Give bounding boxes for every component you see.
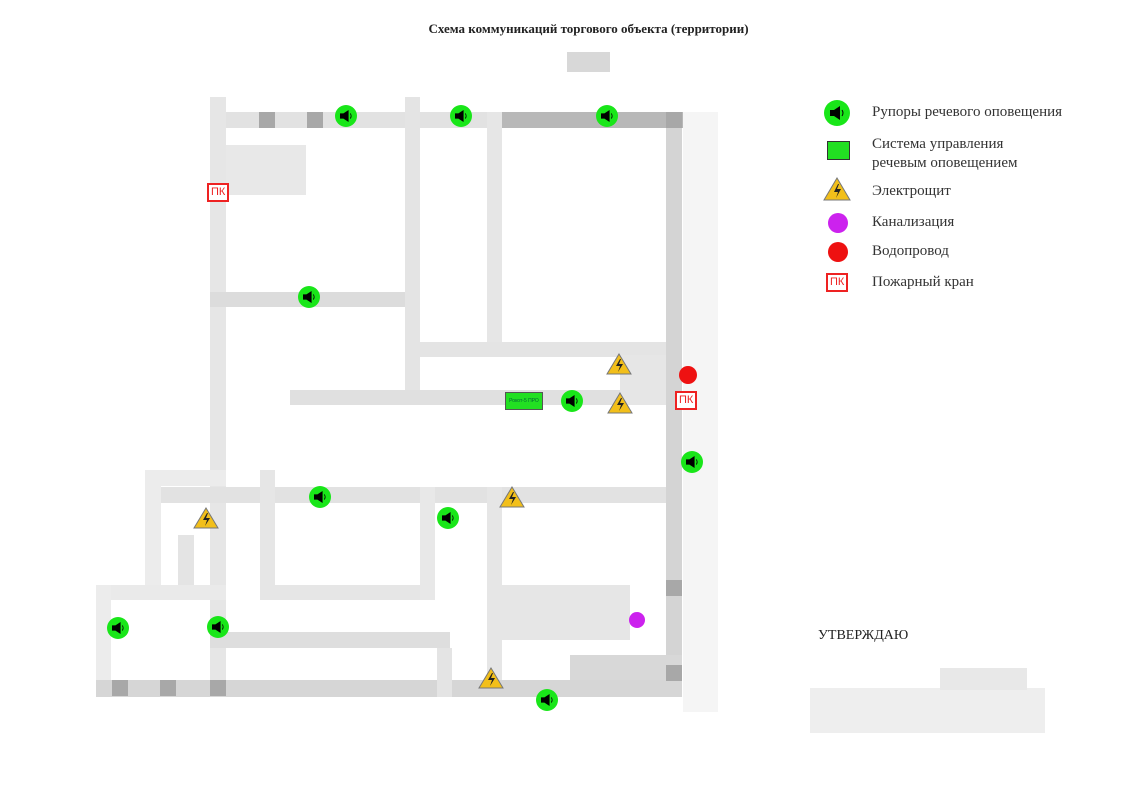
fire-hydrant-icon: ПК — [826, 273, 849, 292]
wall-segment — [307, 112, 323, 128]
wall — [210, 97, 226, 680]
control-system-icon — [827, 141, 850, 160]
wall — [260, 470, 275, 600]
electrical-panel-icon — [478, 667, 504, 694]
speaker-icon — [596, 105, 618, 127]
wall — [490, 112, 683, 128]
speaker-icon — [450, 105, 472, 127]
water-supply-icon — [828, 242, 848, 262]
redacted-signature-top — [940, 668, 1027, 690]
electrical-panel-icon — [823, 177, 851, 201]
electrical-panel-icon — [499, 486, 525, 513]
wall — [420, 342, 666, 357]
wall — [405, 97, 420, 400]
speaker-icon — [107, 617, 129, 639]
redacted-signature — [810, 688, 1045, 733]
speaker-icon — [561, 390, 583, 412]
sewer-icon — [629, 612, 645, 628]
wall-segment — [666, 665, 682, 681]
wall — [437, 648, 452, 697]
wall — [683, 112, 718, 712]
wall — [96, 680, 682, 697]
wall — [570, 655, 682, 680]
wall-segment — [666, 580, 682, 596]
wall — [487, 112, 502, 345]
wall — [420, 487, 435, 600]
wall — [96, 585, 111, 697]
electrical-panel-icon — [193, 507, 219, 534]
wall-segment — [210, 680, 226, 696]
wall-segment — [160, 680, 176, 696]
speaker-icon — [298, 286, 320, 308]
control-unit-icon: Рокот-5 ПРО — [505, 392, 543, 410]
speaker-icon — [536, 689, 558, 711]
speaker-icon — [681, 451, 703, 473]
approval-label: УТВЕРЖДАЮ — [818, 628, 909, 643]
redacted-block — [567, 52, 610, 72]
wall-segment — [666, 112, 682, 128]
speaker-icon — [824, 100, 850, 126]
wall — [226, 145, 306, 195]
water-supply-icon — [679, 366, 697, 384]
fire-hydrant-icon: ПК — [207, 183, 230, 202]
wall — [96, 585, 226, 600]
wall — [666, 112, 682, 690]
speaker-icon — [335, 105, 357, 127]
fire-hydrant-icon: ПК — [675, 391, 698, 410]
wall — [178, 535, 194, 600]
speaker-icon — [437, 507, 459, 529]
speaker-icon — [309, 486, 331, 508]
wall — [145, 470, 161, 600]
sewer-icon — [828, 213, 848, 233]
electrical-panel-icon — [607, 392, 633, 419]
wall — [487, 585, 630, 640]
wall-segment — [112, 680, 128, 696]
page-title: Схема коммуникаций торгового объекта (те… — [428, 21, 749, 36]
wall — [260, 585, 435, 600]
wall — [210, 632, 450, 648]
electrical-panel-icon — [606, 353, 632, 380]
wall — [620, 355, 666, 405]
wall-segment — [259, 112, 275, 128]
wall — [145, 487, 666, 503]
speaker-icon — [207, 616, 229, 638]
wall — [487, 487, 502, 680]
wall — [145, 470, 226, 486]
